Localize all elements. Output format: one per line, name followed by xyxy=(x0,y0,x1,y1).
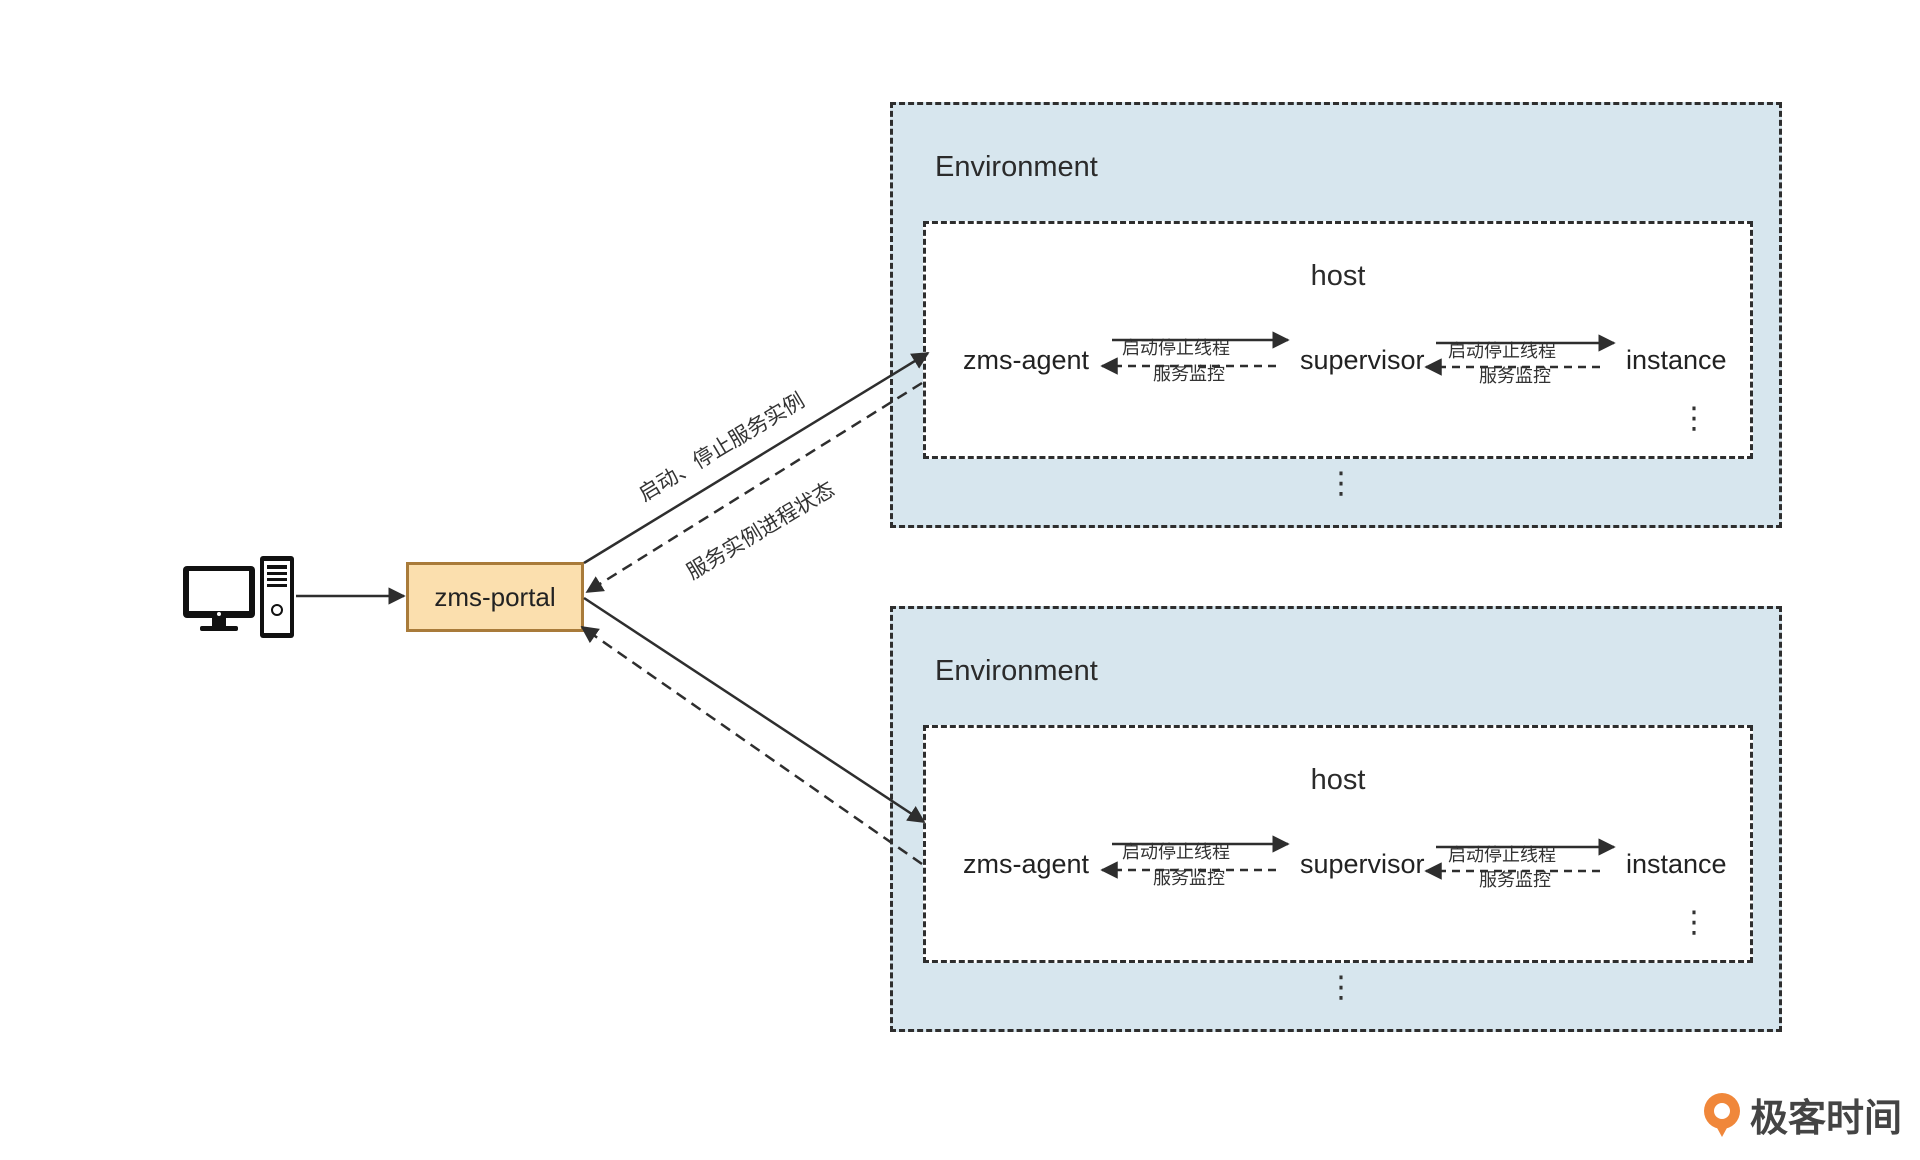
more-hosts-ellipsis: ⋮ xyxy=(1326,467,1356,500)
environment-label: Environment xyxy=(935,151,1098,183)
start-stop-threads-label: 启动停止线程 xyxy=(1446,337,1558,363)
start-stop-threads-label: 启动停止线程 xyxy=(1120,334,1232,360)
service-monitor-label: 服务监控 xyxy=(1151,864,1227,890)
instance-process-state-label: 服务实例进程状态 xyxy=(682,477,839,585)
geektime-logo-icon xyxy=(1704,1093,1740,1137)
zms-agent-node: zms-agent xyxy=(963,849,1090,879)
host-label: host xyxy=(1310,260,1366,292)
start-stop-threads-label: 启动停止线程 xyxy=(1120,838,1232,864)
service-monitor-label: 服务监控 xyxy=(1151,360,1227,386)
instance-node: instance xyxy=(1626,849,1727,879)
more-hosts-ellipsis: ⋮ xyxy=(1326,971,1356,1004)
environment-label: Environment xyxy=(935,655,1098,687)
start-stop-threads-label: 启动停止线程 xyxy=(1446,841,1558,867)
start-stop-instances-label: 启动、停止服务实例 xyxy=(634,389,809,507)
brand-logo: 极客时间 xyxy=(1700,1090,1902,1140)
environment-box: Environment host zms-agent supervisor in… xyxy=(890,606,1782,1032)
brand-text: 极客时间 xyxy=(1750,1097,1903,1140)
instance-node: instance xyxy=(1626,345,1727,375)
more-instances-ellipsis: ⋮ xyxy=(1679,906,1709,939)
host-label: host xyxy=(1310,764,1366,796)
supervisor-node: supervisor xyxy=(1300,345,1425,375)
host-box: host zms-agent supervisor instance 启动停止线… xyxy=(923,725,1753,963)
service-monitor-label: 服务监控 xyxy=(1477,866,1553,892)
env2-to-portal-status-arrow xyxy=(580,625,923,866)
zms-agent-node: zms-agent xyxy=(963,345,1090,375)
portal-to-env2-command-arrow xyxy=(583,596,926,824)
more-instances-ellipsis: ⋮ xyxy=(1679,402,1709,435)
supervisor-node: supervisor xyxy=(1300,849,1425,879)
service-monitor-label: 服务监控 xyxy=(1477,362,1553,388)
environment-box: Environment host zms-agent supervisor in… xyxy=(890,102,1782,528)
host-box: host zms-agent supervisor instance 启动停止线… xyxy=(923,221,1753,459)
zms-portal-node: zms-portal xyxy=(406,562,584,632)
